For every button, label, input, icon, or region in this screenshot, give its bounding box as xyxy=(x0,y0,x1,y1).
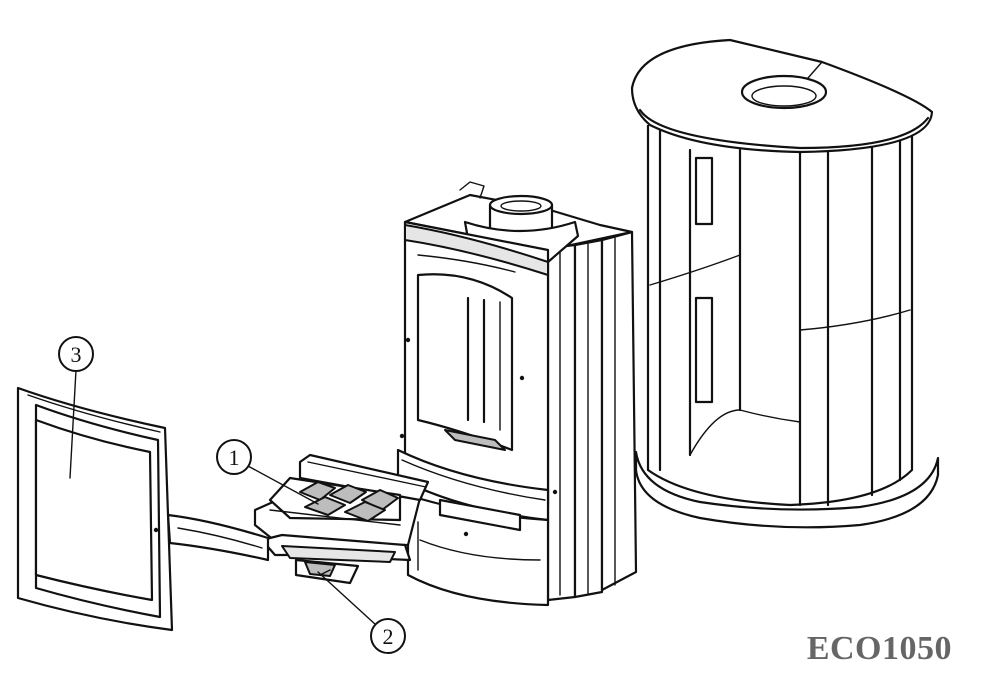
callout-3: 3 xyxy=(58,336,94,479)
part-1-grate xyxy=(253,453,430,547)
part-2-ash-pan xyxy=(260,533,412,585)
callout-2-label: 2 xyxy=(383,624,394,649)
outer-casing xyxy=(630,38,940,529)
callout-3-label: 3 xyxy=(71,342,82,367)
callout-1: 1 xyxy=(216,439,319,505)
callout-1-label: 1 xyxy=(229,445,240,470)
side-strip xyxy=(166,513,270,562)
callout-2: 2 xyxy=(317,571,406,654)
model-code: ECO1050 xyxy=(806,630,952,667)
part-3-door xyxy=(16,386,174,632)
firebox xyxy=(396,181,638,607)
